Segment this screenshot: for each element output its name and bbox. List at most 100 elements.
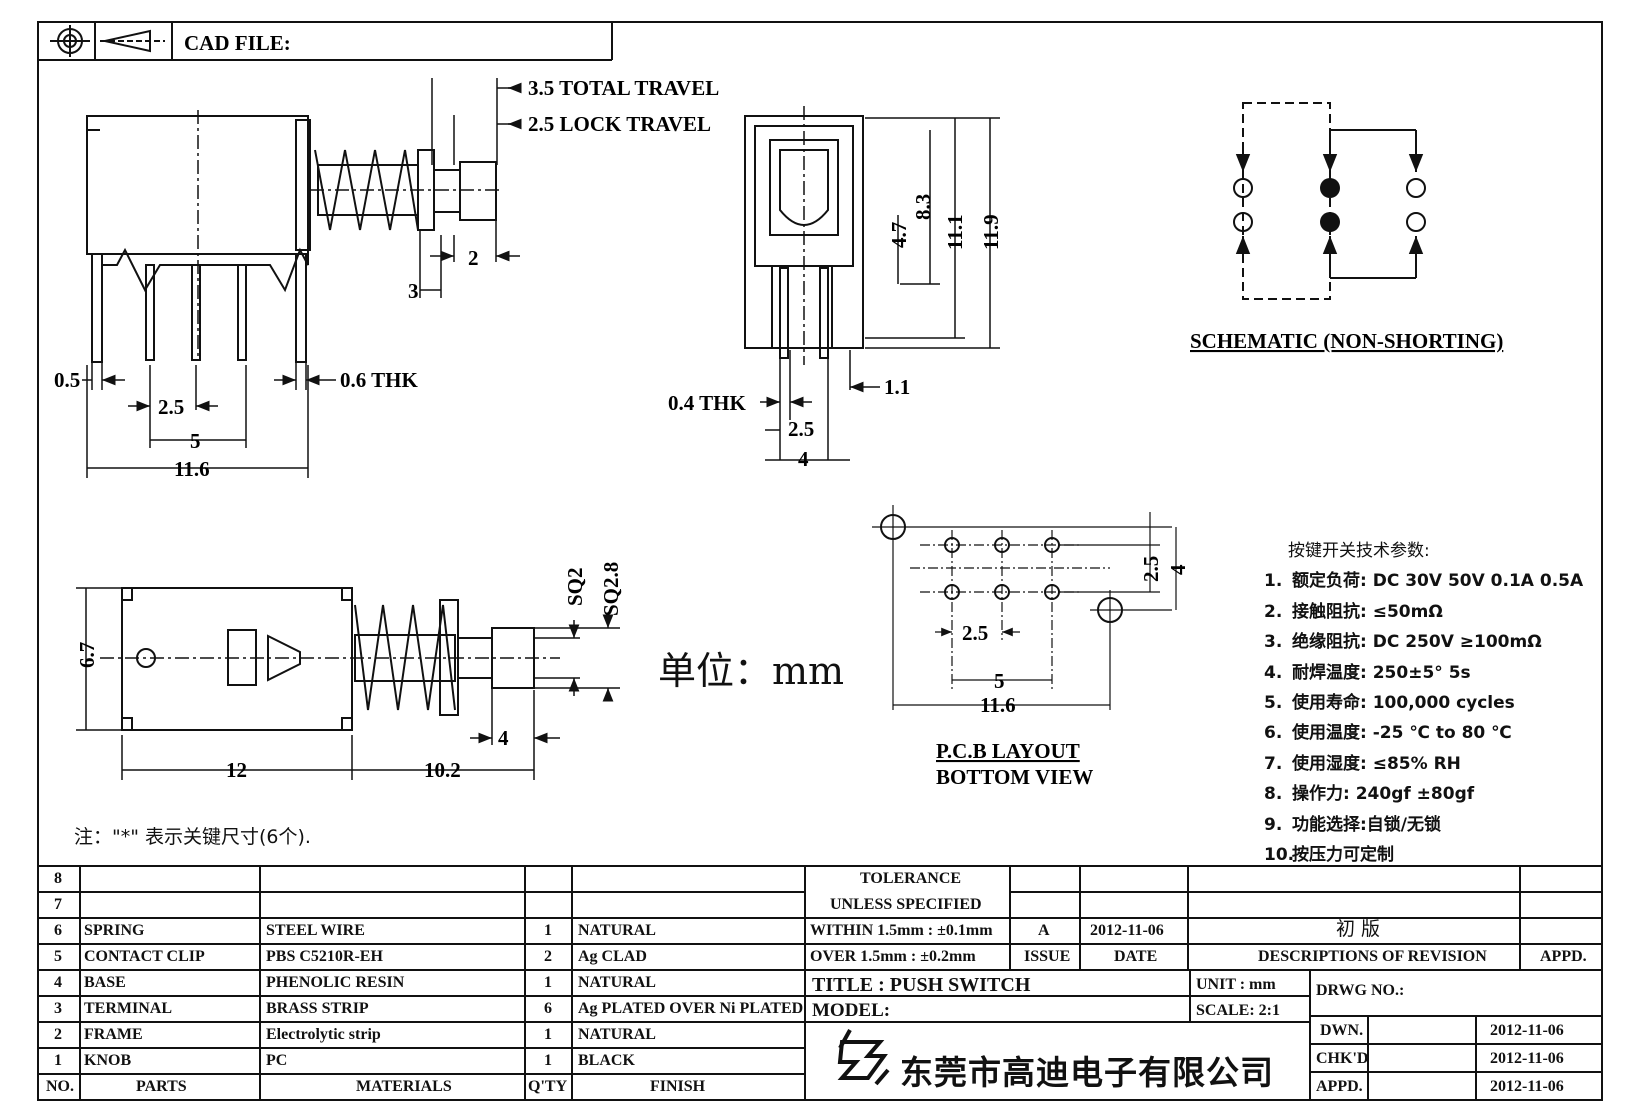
spec-item: 8.操作力: 240gf ±80gf: [1264, 784, 1475, 805]
dim-2: 2: [468, 246, 479, 270]
top-view: [100, 587, 560, 731]
dim-pcb-4: 4: [1166, 564, 1190, 575]
dim-3: 3: [408, 279, 419, 303]
dim-6-7: 6.7: [75, 642, 99, 668]
bom-qty: 1: [544, 974, 552, 991]
side-view: [86, 110, 500, 363]
bom-material: PC: [266, 1052, 288, 1069]
tolerance-within: WITHIN 1.5mm : ±0.1mm: [810, 922, 993, 939]
units-label: 单位：mm: [658, 649, 845, 693]
spec-item: 7.使用湿度: ≤85% RH: [1264, 753, 1461, 774]
tolerance-subtitle: UNLESS SPECIFIED: [830, 896, 982, 913]
projection-symbol-icon: [50, 25, 165, 57]
dim-10-2: 10.2: [424, 758, 461, 782]
drawing-scale: SCALE: 2:1: [1196, 1002, 1281, 1019]
bom-material: PHENOLIC RESIN: [266, 974, 405, 991]
bom-header-materials: MATERIALS: [356, 1078, 452, 1095]
bom-qty: 1: [544, 922, 552, 939]
sign-label-drawn: DWN.: [1320, 1022, 1364, 1039]
bom-part: KNOB: [84, 1052, 132, 1069]
bom-no: 6: [54, 922, 62, 939]
revision-description-label: DESCRIPTIONS OF REVISION: [1258, 948, 1487, 965]
schematic-diagram: [1233, 102, 1426, 300]
revision-appd-label: APPD.: [1540, 948, 1587, 965]
bom-no: 2: [54, 1026, 62, 1043]
bom-part: BASE: [84, 974, 126, 991]
dim-4-7: 4.7: [887, 222, 911, 248]
bom-material: Electrolytic strip: [266, 1026, 381, 1043]
dim-4-front: 4: [798, 447, 809, 471]
revision-description: 初 版: [1336, 918, 1381, 940]
sign-label-approved: APPD.: [1316, 1078, 1363, 1095]
sign-label-checked: CHK'D: [1316, 1050, 1369, 1067]
tolerance-over: OVER 1.5mm : ±0.2mm: [810, 948, 976, 965]
spec-item: 2.接触阻抗: ≤50mΩ: [1264, 601, 1443, 622]
spec-item: 1.额定负荷: DC 30V 50V 0.1A 0.5A: [1264, 571, 1584, 592]
specs-panel: 按键开关技术参数: 1.额定负荷: DC 30V 50V 0.1A 0.5A 2…: [1264, 536, 1624, 870]
drawing-number-label: DRWG NO.:: [1316, 982, 1405, 999]
bom-header-qty: Q'TY: [528, 1078, 568, 1095]
sign-date-drawn: 2012-11-06: [1490, 1022, 1564, 1039]
schematic-contact-closed: [1320, 212, 1340, 232]
drawing-model: MODEL:: [812, 1000, 891, 1021]
dim-2-5-front: 2.5: [788, 417, 814, 441]
bom-qty: 2: [544, 948, 552, 965]
company-name: 东莞市高迪电子有限公司: [900, 1053, 1274, 1092]
key-dimension-note: 注："*" 表示关键尺寸(6个).: [74, 826, 311, 848]
bom-finish: NATURAL: [578, 1026, 656, 1043]
bom-header-parts: PARTS: [136, 1078, 187, 1095]
revision-date-label: DATE: [1114, 948, 1158, 965]
revision-date: 2012-11-06: [1090, 922, 1164, 939]
bom-qty: 6: [544, 1000, 552, 1017]
bom-no: 4: [54, 974, 62, 991]
cad-file-label: CAD FILE:: [184, 31, 291, 55]
dim-total-travel: 3.5 TOTAL TRAVEL: [528, 76, 719, 100]
dim-sq2: SQ2: [563, 567, 587, 606]
bom-material: BRASS STRIP: [266, 1000, 369, 1017]
dim-4-top: 4: [498, 726, 509, 750]
dim-11-6: 11.6: [174, 457, 210, 481]
bom-finish: Ag PLATED OVER Ni PLATED: [578, 1000, 804, 1017]
dim-sq2-8: SQ2.8: [599, 562, 623, 616]
bom-finish: Ag CLAD: [578, 948, 647, 965]
dim-5: 5: [190, 429, 201, 453]
bom-part: TERMINAL: [84, 1000, 173, 1017]
bom-no: 5: [54, 948, 62, 965]
revision-issue: A: [1038, 922, 1050, 939]
title-block-grid: [38, 865, 1602, 1100]
pcb-layout-title: P.C.B LAYOUT: [936, 739, 1080, 763]
spec-item: 10.按压力可定制: [1264, 845, 1394, 866]
dim-11-1: 11.1: [943, 214, 967, 250]
dim-11-9: 11.9: [979, 214, 1003, 250]
dim-0-6-thk: 0.6 THK: [340, 368, 418, 392]
bom-header-no: NO.: [46, 1078, 74, 1095]
bom-qty: 1: [544, 1026, 552, 1043]
dim-8-3: 8.3: [911, 194, 935, 220]
bom-no: 1: [54, 1052, 62, 1069]
dim-0-5: 0.5: [54, 368, 80, 392]
bom-qty: 1: [544, 1052, 552, 1069]
bom-finish: BLACK: [578, 1052, 635, 1069]
dim-lock-travel: 2.5 LOCK TRAVEL: [528, 112, 711, 136]
tolerance-title: TOLERANCE: [860, 870, 962, 887]
schematic-contact-closed: [1320, 178, 1340, 198]
spec-item: 6.使用温度: -25 ℃ to 80 ℃: [1264, 723, 1512, 744]
bom-material: PBS C5210R-EH: [266, 948, 383, 965]
sheet-border: [37, 21, 1603, 1101]
bom-part: SPRING: [84, 922, 145, 939]
spec-item: 5.使用寿命: 100,000 cycles: [1264, 693, 1515, 714]
spec-item: 4.耐焊温度: 250±5° 5s: [1264, 662, 1471, 683]
revision-issue-label: ISSUE: [1024, 948, 1071, 965]
bom-finish: NATURAL: [578, 922, 656, 939]
bom-finish: NATURAL: [578, 974, 656, 991]
dim-12: 12: [226, 758, 247, 782]
bom-part: FRAME: [84, 1026, 143, 1043]
dim-2-5: 2.5: [158, 395, 184, 419]
specs-heading: 按键开关技术参数:: [1288, 541, 1430, 561]
bom-header-finish: FINISH: [650, 1078, 706, 1095]
spec-item: 9.功能选择:自锁/无锁: [1264, 814, 1442, 835]
bom-no: 3: [54, 1000, 62, 1017]
bom-material: STEEL WIRE: [266, 922, 365, 939]
dim-pcb-11-6: 11.6: [980, 693, 1016, 717]
